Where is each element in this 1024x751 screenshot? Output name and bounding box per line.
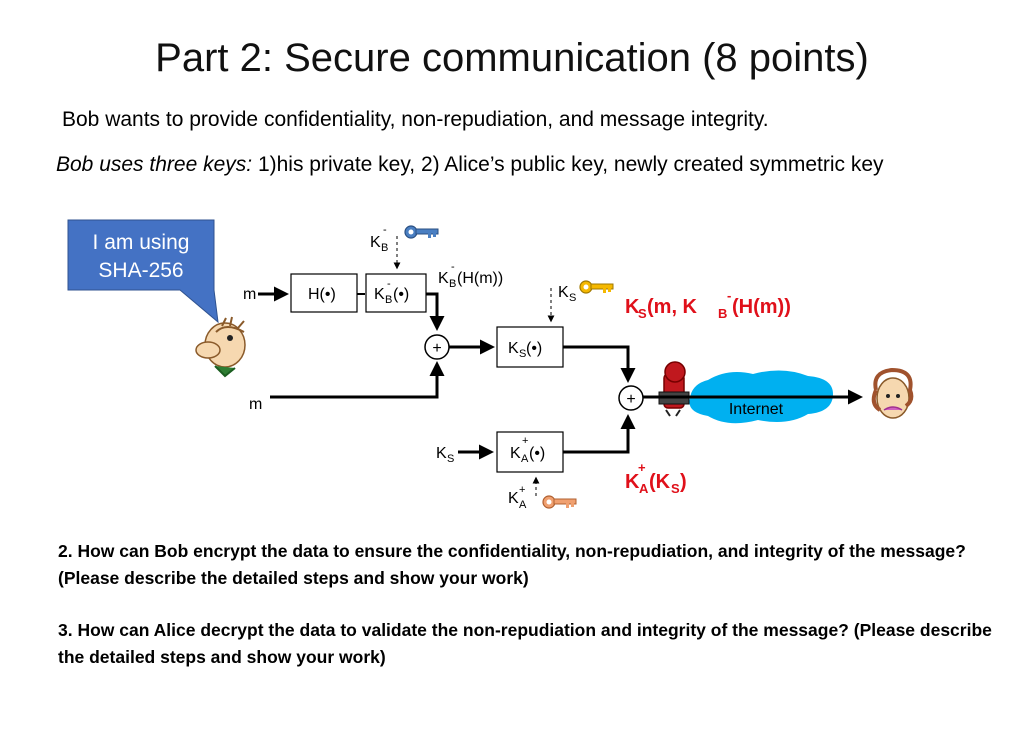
arrow-kb-to-plus1 (426, 292, 445, 331)
question-3: 3. How can Alice decrypt the data to val… (58, 620, 992, 667)
ks-box-sub: S (519, 348, 526, 360)
page-title: Part 2: Secure communication (8 points) (155, 36, 869, 80)
red-top-k: K (625, 296, 640, 318)
key-peach-icon (542, 495, 577, 509)
signed-hash-sub: B (449, 278, 456, 290)
red-bottom-end: ) (680, 471, 687, 493)
hash-box (290, 273, 358, 313)
hash-box-label: H(•) (308, 286, 336, 303)
ka-box-sub: A (521, 453, 529, 465)
red-top-sub2: B (718, 306, 727, 321)
red-encrypted-key-label: K A + (K S ) (625, 460, 687, 496)
ka-key-sup: + (519, 484, 525, 496)
intro-line-1: Bob wants to provide confidentiality, no… (62, 108, 769, 131)
kb-key-sub: B (381, 242, 388, 254)
red-top-sup2: - (727, 288, 731, 303)
arrow-ks-to-plus2 (563, 345, 636, 383)
question-2: 2. How can Bob encrypt the data to ensur… (58, 541, 966, 588)
input-m-top: m (243, 286, 256, 303)
signed-hash-arg: (H(m)) (457, 270, 503, 287)
ks-box-arg: (•) (526, 340, 542, 357)
plus-1-symbol: + (432, 340, 441, 357)
bob-icon (195, 316, 246, 378)
input-m-bottom: m (249, 396, 262, 413)
red-bottom-arg: (K (649, 471, 671, 493)
ks-box-label: K (508, 340, 519, 357)
arrow-m-to-plus1 (270, 361, 445, 399)
sha256-callout: I am using SHA-256 (67, 219, 219, 324)
kb-box-sup: - (387, 278, 391, 290)
kb-box-arg: (•) (393, 286, 409, 303)
red-bottom-sub: A (639, 481, 649, 496)
kb-key-sup: - (383, 224, 387, 236)
ka-public-box (496, 431, 564, 473)
signed-hash-label: K (438, 270, 449, 287)
alice-icon (871, 367, 914, 419)
ka-key-label: K (508, 490, 519, 507)
ks-symmetric-box (496, 326, 564, 368)
red-ciphertext-label: K S (m, K B - (H(m)) (625, 288, 791, 321)
internet-label: Internet (729, 401, 784, 418)
red-top-mid: (m, K (647, 296, 698, 318)
arrow-ka-to-plus2 (563, 414, 636, 454)
ks-input-sub: S (447, 453, 454, 465)
kb-box-label: K (374, 286, 385, 303)
kb-private-box (365, 273, 427, 313)
kb-box-sub: B (385, 294, 392, 306)
intruder-icon (658, 361, 690, 417)
ka-box-sup: + (522, 435, 528, 447)
intro-line-2: Bob uses three keys: 1)his private key, … (56, 153, 884, 177)
red-bottom-k: K (625, 471, 640, 493)
ka-box-label: K (510, 445, 521, 462)
red-bottom-sub2: S (671, 481, 680, 496)
ka-key-sub: A (519, 499, 527, 511)
kb-key-label: K (370, 234, 381, 251)
ks-input-label: K (436, 445, 447, 462)
key-blue-icon (404, 225, 439, 239)
ks-key-sub: S (569, 292, 576, 304)
ka-box-arg: (•) (529, 445, 545, 462)
ks-key-label: K (558, 284, 569, 301)
red-top-sub: S (638, 306, 647, 321)
key-gold-icon (579, 280, 614, 294)
intro-line-2-italic: Bob uses three keys: (56, 153, 253, 176)
callout-line-1: I am using (93, 231, 190, 254)
signed-hash-sup: - (451, 261, 455, 273)
red-bottom-sup: + (638, 460, 646, 475)
plus-2-symbol: + (626, 391, 635, 408)
red-top-end: (H(m)) (732, 296, 791, 318)
callout-line-2: SHA-256 (98, 259, 183, 282)
intro-line-2-rest: 1)his private key, 2) Alice’s public key… (252, 153, 884, 176)
